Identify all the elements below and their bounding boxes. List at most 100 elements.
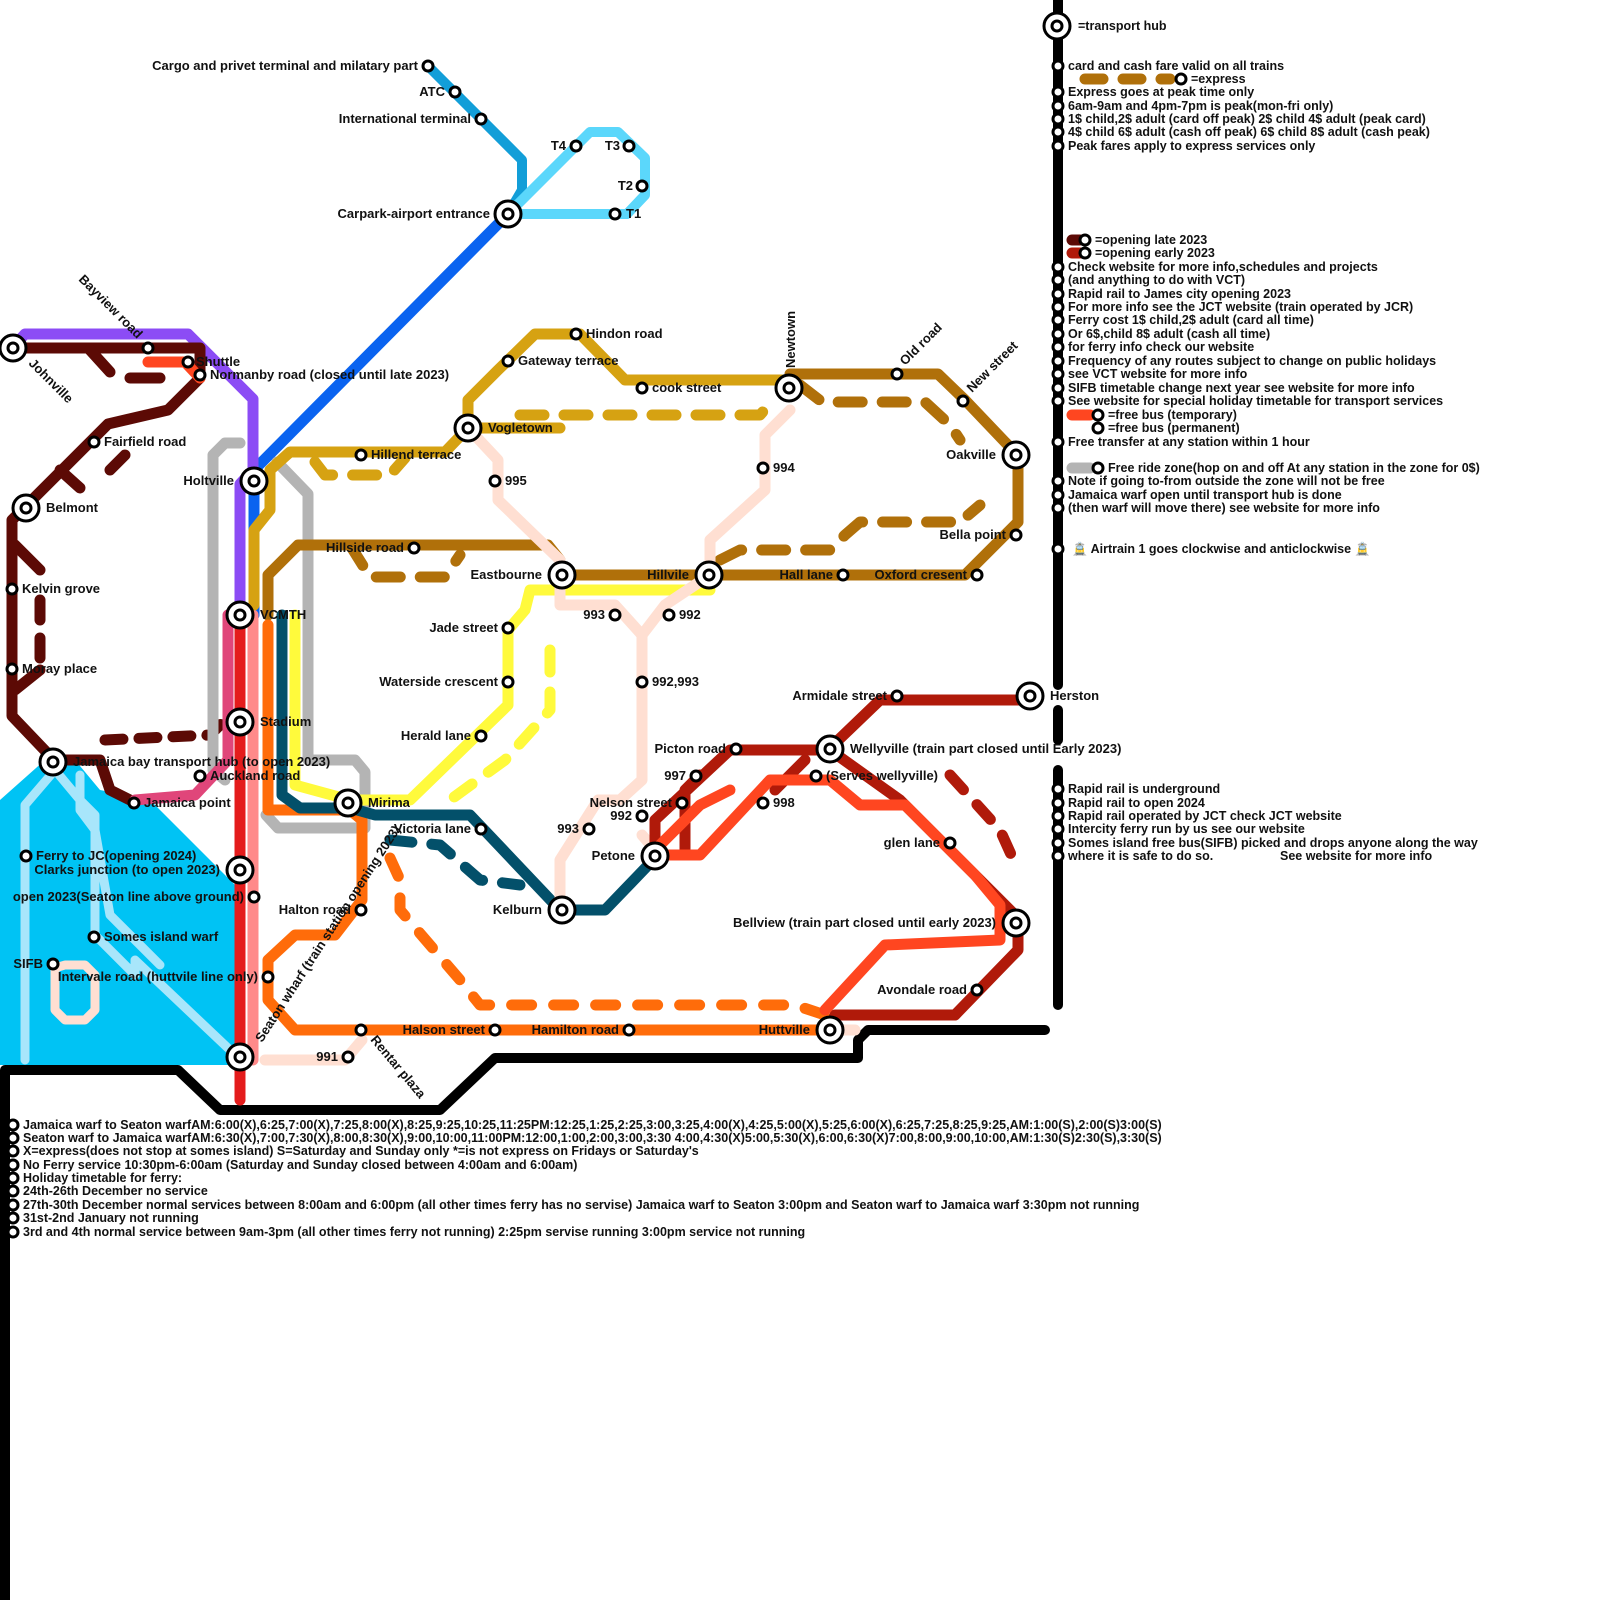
hub-newtown[interactable] — [776, 375, 802, 401]
stop-victoria[interactable] — [476, 824, 486, 834]
stop-992a[interactable] — [664, 610, 674, 620]
stop-halllane[interactable] — [838, 570, 848, 580]
stop-somes[interactable] — [89, 932, 99, 942]
stop-atc[interactable] — [450, 87, 460, 97]
hub-johnville[interactable] — [0, 335, 26, 361]
stop-t1[interactable] — [610, 209, 620, 219]
hub-mirima[interactable] — [335, 790, 361, 816]
stop-armidale[interactable] — [892, 691, 902, 701]
label-waterside: Waterside crescent — [379, 674, 498, 689]
stop-bayview[interactable] — [143, 343, 153, 353]
hub-bellview[interactable] — [1003, 910, 1029, 936]
hub-seatonwharf[interactable] — [227, 1044, 253, 1070]
timetable-line-2: Seaton warf to Jamaica warfAM:6:30(X),7:… — [23, 1131, 1162, 1145]
stop-998[interactable] — [758, 798, 768, 808]
stop-halson[interactable] — [490, 1025, 500, 1035]
stop-gateway[interactable] — [503, 356, 513, 366]
legend-n3: Rapid rail to James city opening 2023 — [1068, 287, 1291, 301]
hub-stadium[interactable] — [227, 709, 253, 735]
legend-n8: Frequency of any routes subject to chang… — [1068, 354, 1436, 368]
stop-kelvin[interactable] — [7, 584, 17, 594]
stop-cook[interactable] — [637, 383, 647, 393]
stop-newstreet[interactable] — [958, 396, 968, 406]
hub-belmont[interactable] — [13, 495, 39, 521]
hub-eastbourne[interactable] — [549, 562, 575, 588]
stop-picton[interactable] — [731, 744, 741, 754]
label-998: 998 — [773, 795, 795, 810]
stop-jade[interactable] — [503, 623, 513, 633]
hub-oakville[interactable] — [1003, 442, 1029, 468]
label-t1: T1 — [626, 206, 641, 221]
label-fairfield: Fairfield road — [104, 434, 186, 449]
label-halson: Halson street — [403, 1022, 486, 1037]
label-hillend: Hillend terrace — [371, 447, 461, 462]
stop-bellapoint[interactable] — [1011, 530, 1021, 540]
stop-ferryjc[interactable] — [21, 851, 31, 861]
stop-shuttle[interactable] — [183, 357, 193, 367]
stop-992b[interactable] — [637, 811, 647, 821]
stop-t2[interactable] — [637, 181, 647, 191]
legend-r2: Rapid rail to open 2024 — [1068, 796, 1205, 810]
stop-avondale[interactable] — [972, 985, 982, 995]
stop-open2023[interactable] — [249, 892, 259, 902]
label-avondale: Avondale road — [877, 982, 967, 997]
hub-petone[interactable] — [642, 843, 668, 869]
legend-card: card and cash fare valid on all trains — [1068, 59, 1284, 73]
hub-jamaicabay[interactable] — [40, 749, 66, 775]
hub-vogletown[interactable] — [455, 415, 481, 441]
stop-herald[interactable] — [476, 731, 486, 741]
hub-clarks[interactable] — [227, 857, 253, 883]
legend-early: =opening early 2023 — [1095, 246, 1215, 260]
stop-hillside[interactable] — [409, 543, 419, 553]
stop-halton[interactable] — [356, 905, 366, 915]
stop-oxford[interactable] — [972, 570, 982, 580]
stop-intervale[interactable] — [263, 972, 273, 982]
stop-sifb[interactable] — [48, 959, 58, 969]
stop-cargo[interactable] — [423, 61, 433, 71]
stop-auckland[interactable] — [195, 771, 205, 781]
label-gateway: Gateway terrace — [518, 353, 618, 368]
stop-fairfield[interactable] — [89, 437, 99, 447]
stop-t3[interactable] — [624, 141, 634, 151]
timetable-line-8: 31st-2nd January not running — [23, 1211, 199, 1225]
legend-r4: Intercity ferry run by us see our websit… — [1068, 822, 1305, 836]
hub-holtville[interactable] — [241, 468, 267, 494]
stop-moray[interactable] — [7, 664, 17, 674]
stop-intl[interactable] — [476, 114, 486, 124]
stop-995[interactable] — [490, 476, 500, 486]
label-992a: 992 — [679, 607, 701, 622]
stop-nelson[interactable] — [677, 798, 687, 808]
legend-fare3: Peak fares apply to express services onl… — [1068, 139, 1315, 153]
stop-waterside[interactable] — [503, 677, 513, 687]
label-oakville: Oakville — [946, 447, 996, 462]
stop-993a[interactable] — [610, 610, 620, 620]
stop-hindon[interactable] — [571, 329, 581, 339]
legend-n9: see VCT website for more info — [1068, 367, 1248, 381]
hub-herston[interactable] — [1017, 683, 1043, 709]
hub-kelburn[interactable] — [549, 897, 575, 923]
hub-hillvile[interactable] — [696, 562, 722, 588]
hub-carpark[interactable] — [495, 201, 521, 227]
stop-rentar[interactable] — [356, 1025, 366, 1035]
stop-994[interactable] — [758, 463, 768, 473]
stop-jamaicapoint[interactable] — [129, 798, 139, 808]
orange-dash — [390, 858, 825, 1015]
stop-normanby[interactable] — [195, 370, 205, 380]
stop-hillend[interactable] — [356, 450, 366, 460]
stop-oldroad[interactable] — [892, 369, 902, 379]
stop-t4[interactable] — [571, 141, 581, 151]
stop-hamilton[interactable] — [624, 1025, 634, 1035]
stop-997[interactable] — [691, 771, 701, 781]
legend-n4: For more info see the JCT website (train… — [1068, 300, 1413, 314]
stop-991[interactable] — [343, 1052, 353, 1062]
label-993a: 993 — [583, 607, 605, 622]
hub-wellyville[interactable] — [817, 736, 843, 762]
hub-huttville[interactable] — [817, 1017, 843, 1043]
hub-vcmth[interactable] — [227, 602, 253, 628]
stop-992993[interactable] — [637, 677, 647, 687]
stop-serves[interactable] — [811, 771, 821, 781]
stop-993b[interactable] — [584, 824, 594, 834]
label-hamilton: Hamilton road — [532, 1022, 619, 1037]
stop-glen[interactable] — [945, 838, 955, 848]
